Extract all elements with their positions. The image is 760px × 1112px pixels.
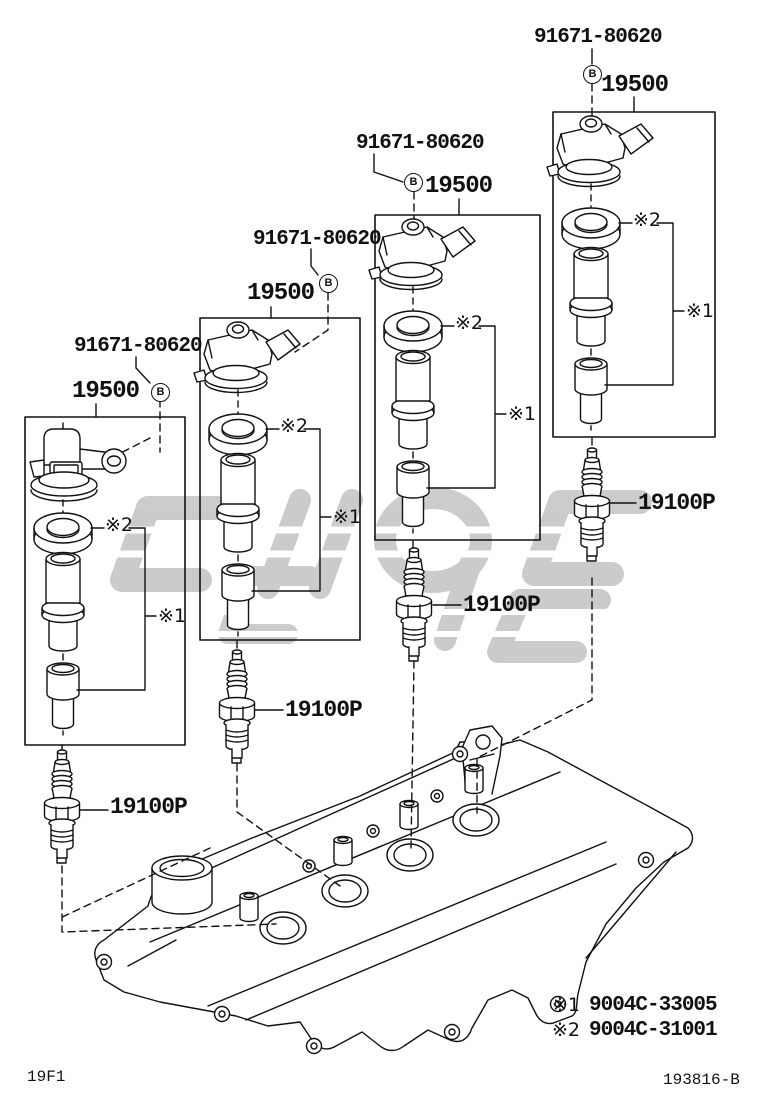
grommet-note-ref-3: ※2: [455, 312, 484, 334]
grommet-note-ref-1: ※2: [105, 514, 134, 536]
coil-part-label-4: 19500: [601, 72, 669, 99]
bolt-marker-4: B: [583, 65, 602, 84]
spark-plug-label-2: 19100P: [285, 697, 363, 723]
label-leader-lines: [79, 48, 637, 811]
watermark-logo: [86, 487, 704, 663]
coil-assembly-2: [193, 321, 332, 637]
valve-cover-drawing: [94, 725, 694, 1055]
boot-note-ref-3: ※1: [508, 403, 537, 425]
bolt-part-label-3: 91671-80620: [356, 132, 485, 155]
bolt-part-label-4: 91671-80620: [534, 26, 663, 49]
coil-group-boxes: [24, 111, 716, 746]
grommet-note-ref-4: ※2: [633, 209, 662, 231]
coil-assembly-1: [29, 422, 157, 736]
coil-part-label-2: 19500: [247, 280, 315, 307]
coil-assembly-3: [368, 218, 507, 534]
bolt-marker-3: B: [404, 173, 423, 192]
spark-plug-label-1: 19100P: [110, 794, 188, 820]
boot-note-ref-4: ※1: [686, 300, 715, 322]
figure-number: 193816-B: [663, 1071, 740, 1089]
bolt-part-label-2: 91671-80620: [253, 228, 382, 251]
coil-part-label-1: 19500: [72, 378, 140, 405]
coil-assembly-4: [546, 115, 685, 431]
spark-plug-label-3: 19100P: [463, 592, 541, 618]
boot-note-ref-1: ※1: [158, 605, 187, 627]
legend-ref-1: ※1: [552, 994, 581, 1016]
bolt-part-label-1: 91671-80620: [74, 335, 203, 358]
coil-part-label-3: 19500: [425, 173, 493, 200]
legend-ref-2: ※2: [552, 1019, 581, 1041]
bolt-marker-1: B: [151, 383, 170, 402]
legend-part-2: 9004C-31001: [589, 1019, 718, 1042]
bolt-marker-2: B: [319, 274, 338, 293]
legend-part-1: 9004C-33005: [589, 994, 718, 1017]
spark-plug-label-4: 19100P: [638, 490, 716, 516]
boot-note-ref-2: ※1: [333, 506, 362, 528]
page-code: 19F1: [27, 1068, 66, 1086]
dashed-guide-lines: [59, 83, 593, 933]
grommet-note-ref-2: ※2: [280, 415, 309, 437]
